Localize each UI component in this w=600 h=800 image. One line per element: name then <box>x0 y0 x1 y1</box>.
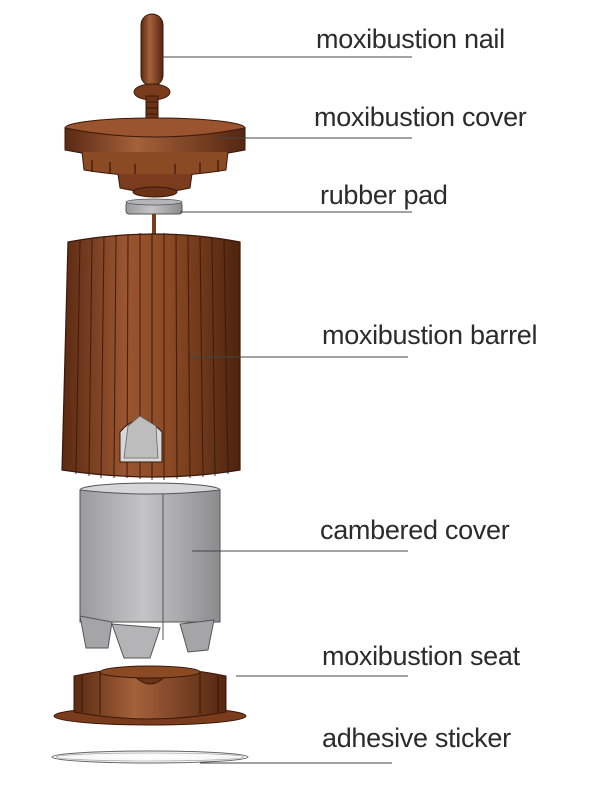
label-cambered-cover: cambered cover <box>320 515 510 545</box>
cambered-cover <box>79 482 221 659</box>
label-moxibustion-seat: moxibustion seat <box>322 641 520 671</box>
label-rubber-pad: rubber pad <box>320 180 448 210</box>
label-moxibustion-barrel: moxibustion barrel <box>322 320 538 350</box>
adhesive-sticker <box>51 750 249 764</box>
moxibustion-nail <box>133 13 171 127</box>
label-moxibustion-nail: moxibustion nail <box>316 24 505 54</box>
label-adhesive-sticker: adhesive sticker <box>322 723 511 753</box>
rubber-pad <box>125 198 183 236</box>
label-moxibustion-cover: moxibustion cover <box>314 102 527 132</box>
moxibustion-cover <box>64 117 246 198</box>
leader-lines <box>162 56 412 764</box>
moxibustion-seat <box>53 665 247 726</box>
